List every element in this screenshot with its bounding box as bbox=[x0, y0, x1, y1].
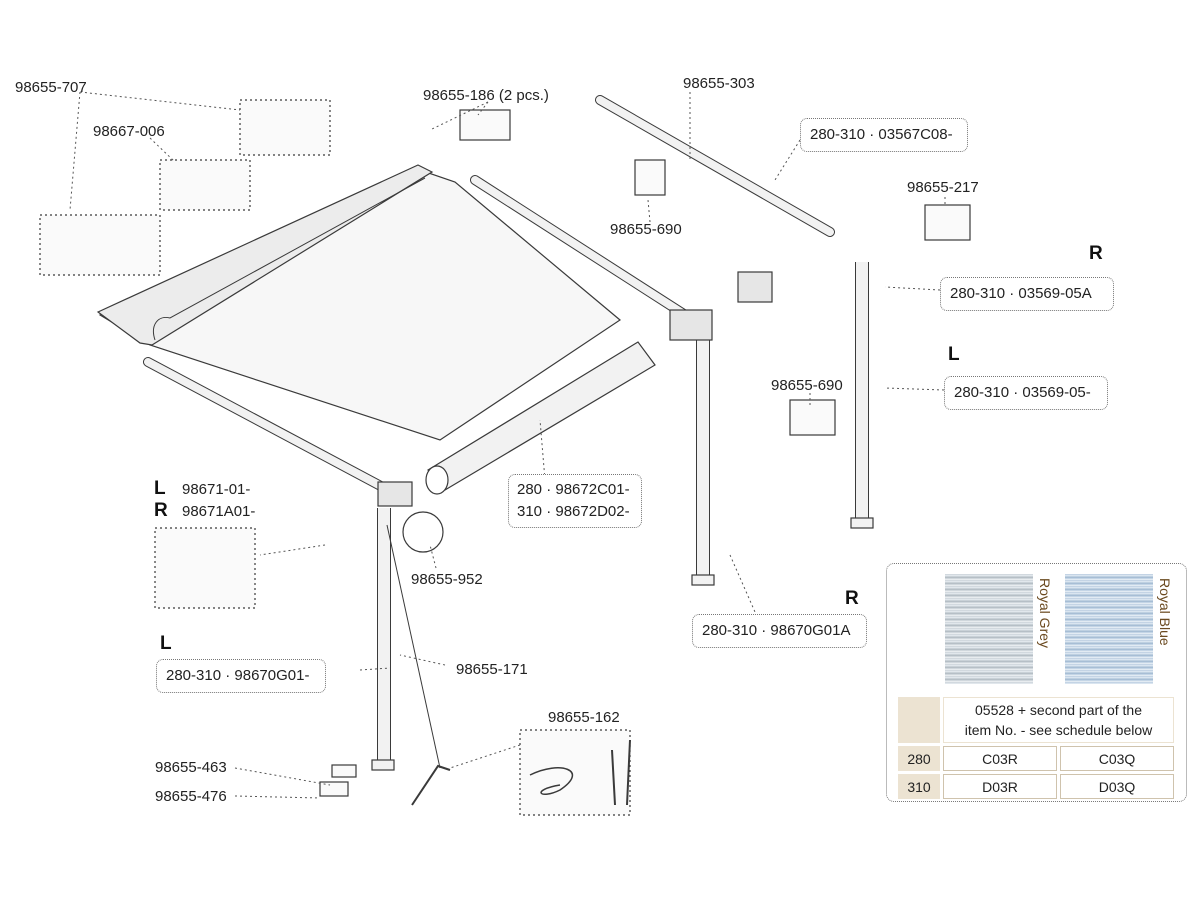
side-marker-right-top: R bbox=[1089, 243, 1103, 264]
royal-grey-swatch bbox=[945, 574, 1033, 684]
box-03569-05-text: 280-310 · 03569-05- bbox=[954, 384, 1091, 401]
royal-blue-swatch bbox=[1065, 574, 1153, 684]
middle-leg bbox=[691, 340, 715, 586]
fabric-legend: Royal Grey Royal Blue 05528 + second par… bbox=[886, 563, 1187, 802]
box-98670G01A-text: 280-310 · 98670G01A bbox=[702, 622, 851, 639]
part-label-98671A01: 98671A01- bbox=[182, 503, 256, 520]
royal-blue-label: Royal Blue bbox=[1157, 578, 1173, 646]
part-label-98671-01: 98671-01- bbox=[182, 481, 251, 498]
box-03569-05A-text: 280-310 · 03569-05A bbox=[950, 285, 1092, 302]
box-98670G01A: 280-310 · 98670G01A bbox=[692, 614, 867, 648]
corner-joint-left bbox=[377, 481, 413, 507]
rafter-arm bbox=[595, 95, 835, 237]
part-label-98655-217: 98655-217 bbox=[907, 179, 979, 196]
schedule-size-280: 280 bbox=[898, 746, 940, 771]
part-label-98655-707: 98655-707 bbox=[15, 79, 87, 96]
schedule-280-grey: C03R bbox=[943, 746, 1057, 771]
part-label-98655-952: 98655-952 bbox=[411, 571, 483, 588]
tension-rope bbox=[386, 524, 441, 769]
box-03567C08: 280-310 · 03567C08- bbox=[800, 118, 968, 152]
box-03567C08-text: 280-310 · 03567C08- bbox=[810, 126, 953, 143]
box-03569-05: 280-310 · 03569-05- bbox=[944, 376, 1108, 410]
schedule-header-line2: item No. - see schedule below bbox=[964, 722, 1153, 738]
part-label-98655-303: 98655-303 bbox=[683, 75, 755, 92]
schedule-310-grey: D03R bbox=[943, 774, 1057, 799]
corner-joint-middle bbox=[669, 309, 713, 341]
schedule-header-line1: 05528 + second part of the bbox=[975, 702, 1142, 718]
part-label-98655-476: 98655-476 bbox=[155, 788, 227, 805]
box-98670G01: 280-310 · 98670G01- bbox=[156, 659, 326, 693]
side-marker-left-mid: L bbox=[948, 344, 960, 365]
side-marker-right-leg: R bbox=[845, 588, 859, 609]
schedule-310-blue: D03Q bbox=[1060, 774, 1174, 799]
front-roller-bar bbox=[143, 357, 397, 497]
part-label-98655-186: 98655-186 (2 pcs.) bbox=[423, 87, 549, 104]
rear-support-arm bbox=[470, 175, 695, 323]
left-leg bbox=[371, 508, 395, 771]
part-label-98655-162: 98655-162 bbox=[548, 709, 620, 726]
part-label-98655-690-right: 98655-690 bbox=[771, 377, 843, 394]
box-lead-rail-280: 280 · 98672C01- bbox=[517, 481, 630, 498]
part-label-98655-171: 98655-171 bbox=[456, 661, 528, 678]
box-lead-rail-310: 310 · 98672D02- bbox=[517, 503, 630, 520]
side-marker-left-leg: L bbox=[160, 633, 172, 654]
detail-circle bbox=[402, 511, 444, 553]
right-leg bbox=[850, 262, 874, 529]
box-lead-rail: 280 · 98672C01- 310 · 98672D02- bbox=[508, 474, 642, 528]
schedule-280-blue: C03Q bbox=[1060, 746, 1174, 771]
part-label-98655-463: 98655-463 bbox=[155, 759, 227, 776]
spare-joint bbox=[737, 271, 773, 303]
box-98670G01-text: 280-310 · 98670G01- bbox=[166, 667, 310, 684]
schedule-corner-cell bbox=[898, 697, 940, 743]
schedule-size-310: 310 bbox=[898, 774, 940, 799]
part-label-98655-690-top: 98655-690 bbox=[610, 221, 682, 238]
schedule-header: 05528 + second part of the item No. - se… bbox=[943, 697, 1174, 743]
part-label-98667-006: 98667-006 bbox=[93, 123, 165, 140]
box-03569-05A: 280-310 · 03569-05A bbox=[940, 277, 1114, 311]
side-marker-right-joint: R bbox=[154, 500, 168, 521]
fabric-schedule-table: 05528 + second part of the item No. - se… bbox=[895, 694, 1177, 802]
awning-cassette bbox=[96, 164, 434, 346]
royal-grey-label: Royal Grey bbox=[1037, 578, 1053, 649]
lead-rail-tube bbox=[425, 341, 656, 495]
side-marker-left-joint: L bbox=[154, 478, 166, 499]
